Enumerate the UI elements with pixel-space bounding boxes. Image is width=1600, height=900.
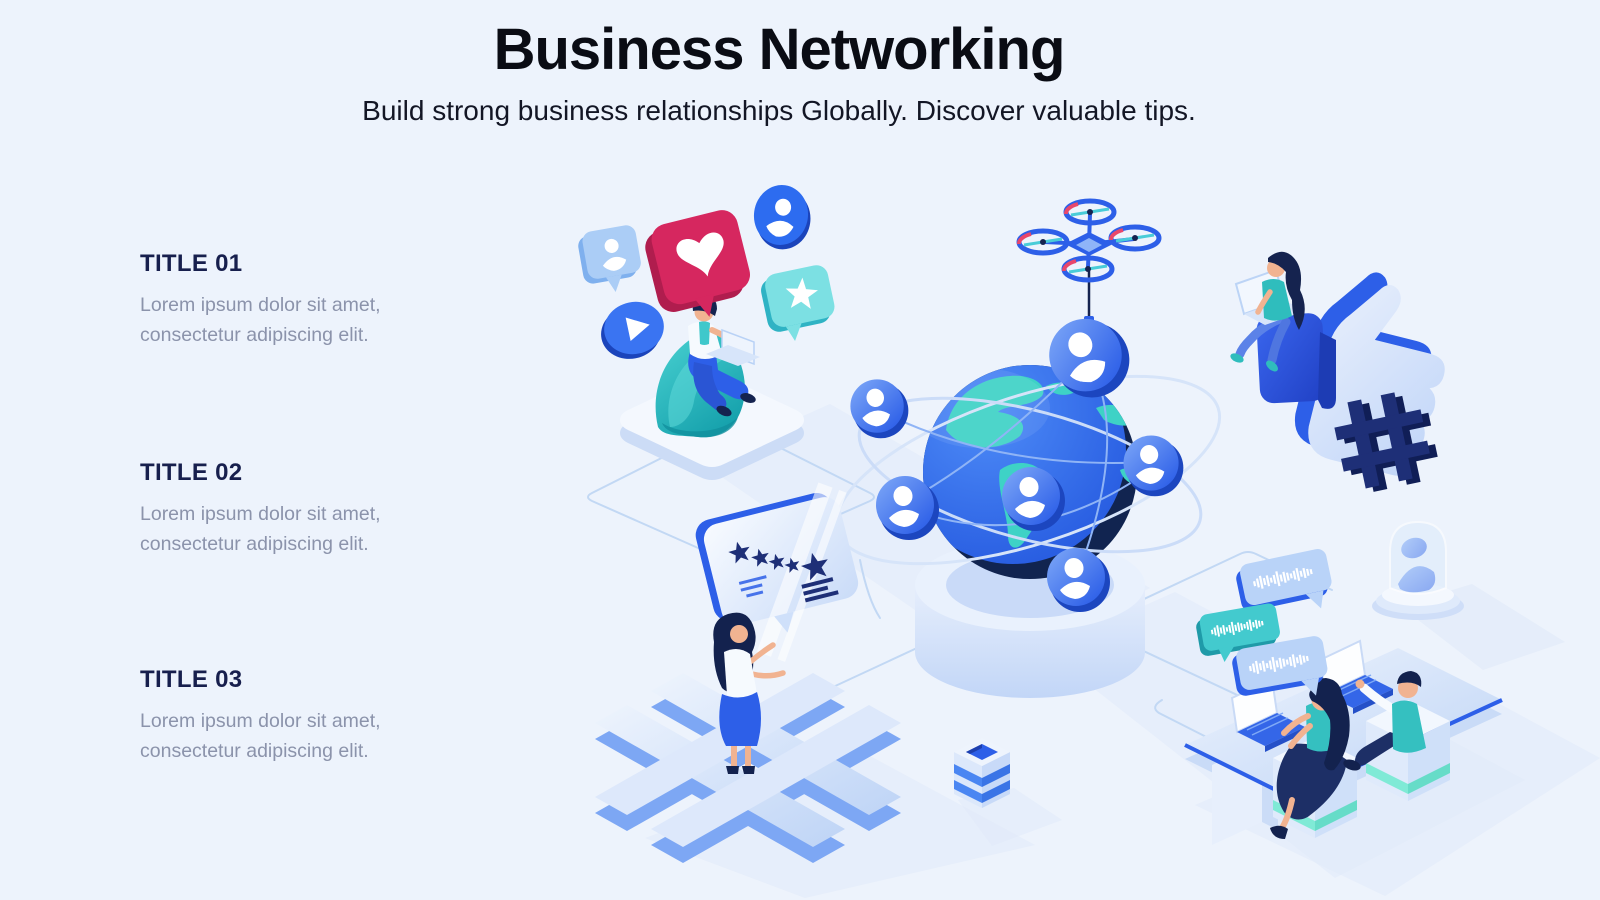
feature-item-3: TITLE 03 Lorem ipsum dolor sit amet, con… xyxy=(140,666,440,766)
feature-item-2: TITLE 02 Lorem ipsum dolor sit amet, con… xyxy=(140,459,440,559)
header: Business Networking Build strong busines… xyxy=(0,0,1558,127)
shoe xyxy=(1230,353,1244,363)
hashtag-icon xyxy=(1334,392,1438,492)
like-scene xyxy=(1230,251,1445,492)
feature-description-1: Lorem ipsum dolor sit amet, consectetur … xyxy=(140,294,381,347)
standing-woman xyxy=(713,612,786,774)
hashtag-platform xyxy=(595,673,901,863)
leg xyxy=(1279,797,1295,831)
beanbag-scene xyxy=(578,185,835,480)
rating-scene xyxy=(595,482,901,863)
heart-icon xyxy=(676,232,724,277)
drone xyxy=(1019,201,1159,351)
leg xyxy=(731,746,737,766)
laptop-base xyxy=(706,345,760,366)
user-circle-bubble xyxy=(753,185,811,250)
shoe xyxy=(742,766,755,774)
user-speech-bubble xyxy=(578,225,641,292)
feature-title-2: TITLE 02 xyxy=(140,459,243,486)
arm xyxy=(1255,289,1273,315)
voice-message-bubble xyxy=(1236,549,1332,611)
play-circle-bubble xyxy=(601,301,664,359)
hair xyxy=(1397,671,1422,687)
leg xyxy=(688,352,749,400)
seated-woman xyxy=(1270,678,1350,839)
database-stack xyxy=(954,738,1010,808)
shoe xyxy=(726,766,739,774)
arm xyxy=(749,670,786,679)
voice-message-bubble xyxy=(1196,603,1280,662)
office-scene xyxy=(1184,520,1503,845)
vest xyxy=(699,321,710,345)
feature-title-3: TITLE 03 xyxy=(140,666,243,693)
hair xyxy=(1309,678,1350,771)
shoe xyxy=(1270,825,1288,839)
feature-item-1: TITLE 01 Lorem ipsum dolor sit amet, con… xyxy=(140,250,440,350)
page-subtitle: Build strong business relationships Glob… xyxy=(362,95,1196,126)
seated-man xyxy=(1343,671,1426,771)
cube-seat xyxy=(1256,313,1336,409)
play-icon xyxy=(625,317,650,341)
vest xyxy=(1392,700,1426,753)
star-bubble xyxy=(761,265,835,341)
man-on-beanbag xyxy=(688,296,760,417)
leg xyxy=(1235,313,1287,359)
page-title: Business Networking xyxy=(493,17,1066,82)
user-dome xyxy=(1372,520,1464,620)
user-icon xyxy=(775,198,792,216)
rotor-icon xyxy=(1111,227,1159,249)
arm xyxy=(1288,723,1313,749)
voice-message-bubble xyxy=(1232,636,1328,696)
feature-description-3: Lorem ipsum dolor sit amet, consectetur … xyxy=(140,710,381,763)
pedestal xyxy=(915,539,1145,698)
hand xyxy=(1355,679,1365,689)
arm xyxy=(1281,713,1311,736)
leg xyxy=(745,746,751,766)
feature-title-1: TITLE 01 xyxy=(140,250,243,277)
globe-scene xyxy=(834,201,1222,698)
heart-like-bubble xyxy=(645,210,751,317)
skirt xyxy=(719,692,761,746)
woman-on-cube xyxy=(1230,251,1305,372)
leg xyxy=(1267,317,1291,365)
shoe xyxy=(1343,759,1361,771)
arm xyxy=(747,642,776,665)
shoe xyxy=(740,393,756,403)
torso xyxy=(724,648,757,699)
hair xyxy=(1268,251,1305,330)
user-icon xyxy=(604,238,619,253)
glass-dome xyxy=(1389,520,1447,595)
rating-speech-bubble xyxy=(695,482,859,662)
shoe xyxy=(716,405,732,417)
head xyxy=(730,625,748,643)
shoe xyxy=(1266,360,1278,372)
feature-description-2: Lorem ipsum dolor sit amet, consectetur … xyxy=(140,503,381,556)
leg xyxy=(693,362,727,412)
